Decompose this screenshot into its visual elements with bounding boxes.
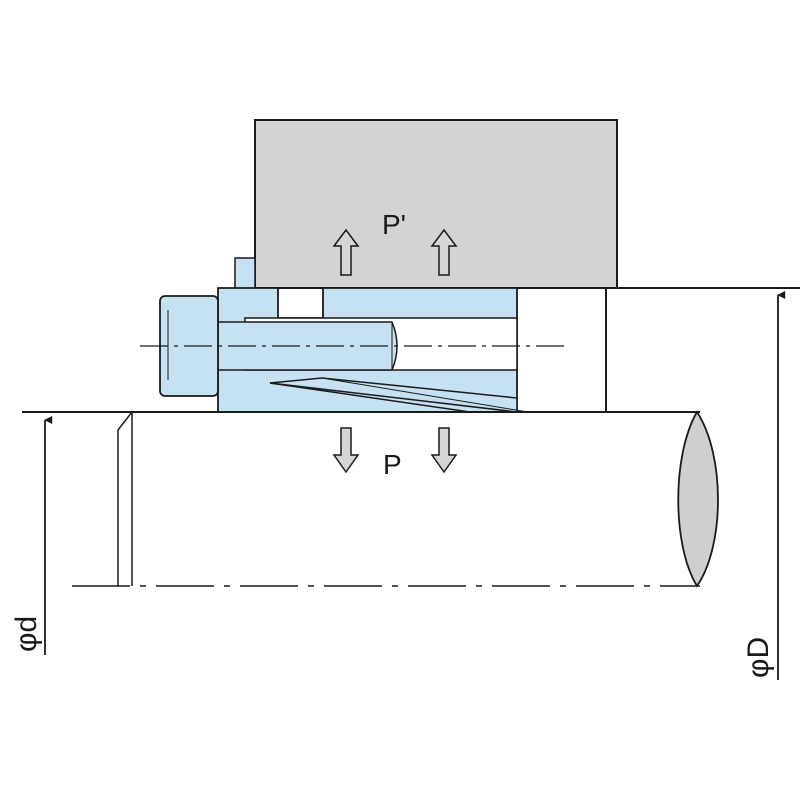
taper-wedge [269, 377, 518, 413]
label-shaft-diameter: φd [10, 616, 43, 652]
down-arrow-icon [332, 427, 360, 474]
taper-line-inner [321, 377, 529, 413]
label-pressure-shaft: P [383, 449, 402, 480]
hub-body [254, 119, 618, 289]
up-arrow-icon [430, 228, 458, 276]
taper-line [269, 382, 518, 413]
label-hub-diameter: φD [742, 637, 775, 678]
up-arrow-icon [332, 228, 360, 276]
label-pressure-hub: P' [382, 209, 406, 240]
locking-element [159, 257, 529, 413]
shaft [22, 410, 719, 588]
shaft-chamfer [117, 411, 133, 431]
shaft-section-end [677, 410, 719, 588]
down-arrow-icon [430, 427, 458, 474]
